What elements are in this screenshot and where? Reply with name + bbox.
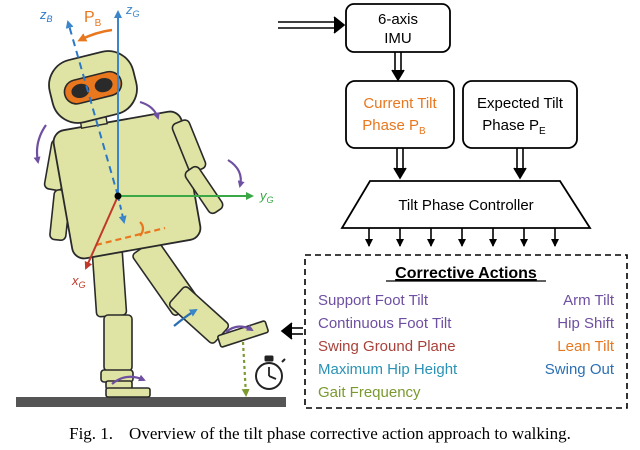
yG-label: yG (259, 188, 274, 205)
support-leg (90, 236, 151, 398)
to-controller-arrows (393, 148, 527, 180)
arm-tilt-arrow-right (139, 100, 160, 120)
swing-leg (132, 238, 269, 348)
foot-tilt-arrow-swing (225, 324, 254, 333)
current-tilt-label-1: Current Tilt (363, 95, 437, 112)
corrective-item-right: Lean Tilt (557, 338, 615, 355)
controller-label: Tilt Phase Controller (398, 197, 533, 214)
imu-block: 6-axis IMU (345, 3, 451, 53)
corrective-item-left: Continuous Foot Tilt (318, 315, 452, 332)
origin-dot (114, 192, 122, 200)
corrective-item-right: Swing Out (545, 361, 615, 378)
feedback-arrow (280, 322, 303, 340)
corrective-item-left: Maximum Hip Height (318, 361, 458, 378)
corrective-item-left: Support Foot Tilt (318, 292, 429, 309)
support-foot (105, 387, 151, 398)
corrective-title: Corrective Actions (395, 265, 537, 282)
arm-tilt-arrow-left (33, 124, 47, 164)
robot-figure (16, 50, 286, 407)
swing-out-arrow (173, 308, 198, 327)
head-visor (63, 70, 123, 105)
body-axis-down (117, 195, 127, 224)
expected-tilt-block: Expected Tilt Phase PE (462, 80, 578, 149)
corrective-item-left: Swing Ground Plane (318, 338, 456, 355)
rotation-arrows (33, 100, 254, 397)
corrective-item-right: Arm Tilt (563, 292, 615, 309)
gait-frequency-drop (241, 341, 250, 397)
corrective-item-right: Hip Shift (557, 315, 615, 332)
hip-shift-arrow (227, 159, 245, 188)
corrective-item-left: Gait Frequency (318, 384, 421, 401)
hip-shift-icon (139, 221, 145, 237)
stopwatch-icon (255, 355, 286, 390)
hip-line (95, 226, 166, 247)
caption-text: Overview of the tilt phase corrective ac… (129, 424, 571, 443)
zG-label: zG (125, 2, 140, 19)
imu-to-current-arrow (391, 52, 405, 82)
controller-output-arrows (365, 228, 559, 247)
imu-label-2: IMU (384, 30, 412, 47)
xG-axis (84, 195, 119, 270)
foot-tilt-arrow-support (111, 374, 146, 385)
zB-label: zB (39, 7, 53, 24)
imu-input-arrow (278, 16, 346, 34)
xG-label: xG (71, 273, 86, 290)
caption-label: Fig. 1. (69, 424, 114, 443)
tilt-phase-arrow (77, 28, 113, 42)
ground-plate (16, 397, 286, 407)
expected-tilt-label-2: Phase PE (482, 117, 546, 137)
right-arm (171, 119, 224, 215)
imu-label-1: 6-axis (378, 11, 418, 28)
figure-caption: Fig. 1. Overview of the tilt phase correc… (0, 424, 640, 444)
zB-axis (65, 20, 119, 197)
current-tilt-label-2: Phase PB (362, 117, 426, 137)
current-tilt-block: Current Tilt Phase PB (345, 80, 455, 149)
PB-label: PB (84, 9, 102, 29)
tilt-phase-controller: Tilt Phase Controller (340, 180, 592, 229)
expected-tilt-label-1: Expected Tilt (477, 95, 564, 112)
swing-foot (217, 320, 269, 348)
axes-group: zB PB zG yG xG (39, 2, 274, 290)
corrective-actions-box: Corrective Actions Support Foot TiltCont… (304, 254, 628, 409)
